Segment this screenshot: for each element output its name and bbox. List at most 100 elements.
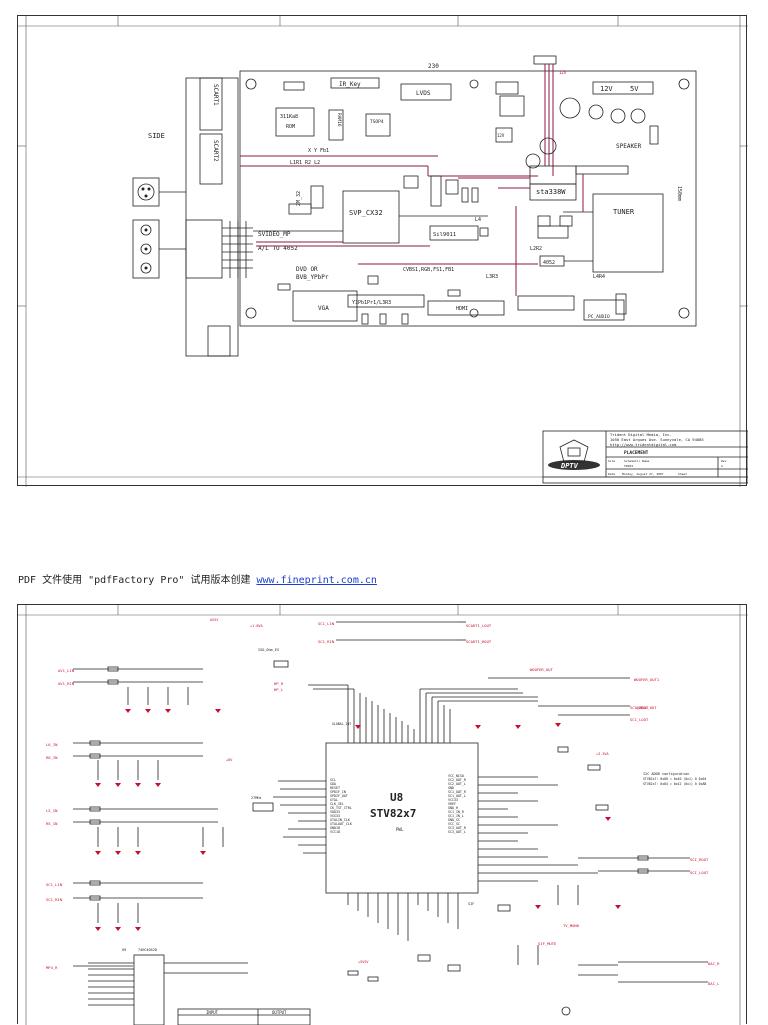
svg-text:4052: 4052 [543,260,555,266]
svg-text:VDD33: VDD33 [330,810,340,814]
svg-text:TSOP4: TSOP4 [370,119,384,125]
svg-text:X Y Fb1: X Y Fb1 [308,148,329,154]
svg-text:Sil9011: Sil9011 [433,232,456,238]
svg-text:Rev: Rev [721,459,727,463]
svg-text:SC3_OUT_R: SC3_OUT_R [448,826,466,830]
svg-text:sta338W: sta338W [536,188,566,196]
svg-text:Y1Pb1Pr1/L3R3: Y1Pb1Pr1/L3R3 [352,300,391,306]
crystal-27mhz [252,802,274,812]
svg-text:XTALOUT_CLK: XTALOUT_CLK [330,822,352,826]
dptv-logo: DPTV [548,439,600,470]
svg-text:Size: Size [608,459,615,463]
svg-text:PC_AUDIO: PC_AUDIO [588,314,610,320]
svg-text:L3R3: L3R3 [486,274,498,280]
svg-text:SIF_MUTE: SIF_MUTE [538,941,557,946]
net-av1-rin: AV1_RIN [58,681,75,686]
svg-text:TR204: TR204 [624,464,633,468]
scart2-label: SCART2 [212,140,219,162]
svg-text:SC2_OUT_R: SC2_OUT_R [448,778,466,782]
svg-text:L1R1 R2 L2: L1R1 R2 L2 [290,160,320,166]
svg-text:SCART1_LOUT: SCART1_LOUT [466,623,492,628]
net-l6-in: L6_IN [46,742,58,747]
svg-text:I2C ADDR configuration: I2C ADDR configuration [643,772,689,776]
svg-text:WOOFER_OUT1: WOOFER_OUT1 [634,677,660,682]
svg-text:SC2_OUT_L: SC2_OUT_L [448,782,466,786]
fineprint-link[interactable]: www.fineprint.com.cn [256,575,377,586]
net-r6-in: R6_IN [46,755,58,760]
svg-text:AUDIO_OUT: AUDIO_OUT [636,705,657,710]
svg-text:GND_H: GND_H [448,806,458,810]
net-sc1-rin: SC1_RIN [46,897,63,902]
audio-amp-chip [529,183,577,201]
svg-text:OUTPUT: OUTPUT [272,1010,287,1015]
svg-text:L4R4: L4R4 [593,274,605,280]
svg-text:VGA: VGA [318,305,329,312]
svg-text:SC1_OUT_L: SC1_OUT_L [448,794,466,798]
svg-text:AVSV: AVSV [210,618,219,622]
scart1-label: SCART1 [212,84,219,106]
svg-text:HP_R: HP_R [274,681,284,686]
svg-text:SC1_ROUT: SC1_ROUT [630,705,649,710]
svg-text:12V: 12V [559,70,567,75]
audio-schematic-sheet: U8 STV82x7 PWL SCL SDA RESET SPDIF_IN SP… [17,604,748,1025]
svg-text:INPUT: INPUT [206,1010,219,1015]
ram-block [328,109,344,141]
svg-text:+8V: +8V [226,758,233,762]
svg-text:SC1_IN_R: SC1_IN_R [448,810,464,814]
svg-text:PWL: PWL [396,827,404,832]
audio-schematic: U8 STV82x7 PWL SCL SDA RESET SPDIF_IN SP… [18,605,748,1025]
svg-text:U9: U9 [122,948,126,952]
ypbpr-connector [347,294,425,308]
svg-text:Date: Date [608,472,615,476]
svg-text:STV82x7: 0x80 = 0x40 (0x1) 0 0: STV82x7: 0x80 = 0x40 (0x1) 0 0x04 [643,777,706,781]
svg-text:SC1_LIN: SC1_LIN [318,621,335,626]
svg-text:CLK_SEL: CLK_SEL [330,802,344,806]
svg-text:2M_32: 2M_32 [296,191,302,206]
svg-text:DAC_L: DAC_L [708,981,720,986]
mux-74hc4052 [133,954,165,1025]
svg-text:WOOFER_OUT: WOOFER_OUT [530,667,554,672]
svg-text:12V: 12V [600,85,613,93]
svg-text:SVP_CX32: SVP_CX32 [349,209,383,217]
svg-text:XTALIN_CLK: XTALIN_CLK [330,818,350,822]
svg-text:GLOBAL_INT: GLOBAL_INT [332,722,351,726]
svg-text:LVDS: LVDS [416,90,431,97]
title-block: Trident Digital Media, Inc. 1050 East Ar… [542,430,748,484]
net-av1-lin: AV1_LIN [58,668,75,673]
svg-text:VCC18: VCC18 [330,830,340,834]
truth-table [177,1008,311,1025]
svg-text:1050 East Arques Ave. Sunnyva: 1050 East Arques Ave. Sunnyvale, CA 9408… [610,437,704,442]
svg-text:74HC4052D: 74HC4052D [138,948,157,952]
svg-text:SPDIF_IN: SPDIF_IN [330,790,346,794]
svg-text:VSS33: VSS33 [330,814,340,818]
svg-text:SDA: SDA [330,782,336,786]
power-connector [592,81,654,95]
speaker-label: SPEAKER [616,143,642,150]
net-l5-in: L5_IN [46,808,58,813]
net-r5-in: R5_IN [46,821,58,826]
svg-text:27MHz: 27MHz [251,796,262,800]
svg-text:L2R2: L2R2 [530,246,542,252]
svg-text:DVD OR: DVD OR [296,266,318,273]
svg-text:GND_SC: GND_SC [448,818,460,822]
tuner-module [592,193,664,273]
svg-text:SC1_IN_L: SC1_IN_L [448,814,464,818]
svg-text:ROM: ROM [286,124,295,130]
svg-text:DAC_R: DAC_R [708,961,720,966]
side-label: SIDE [148,132,165,140]
svg-text:A: A [721,464,723,468]
svg-text:SCL: SCL [330,778,336,782]
sheet-title: PLACEMENT [624,450,649,456]
chip-ref: U8 [390,791,403,804]
hdmi-receiver-chip [429,225,479,241]
i2c-config-note: I2C ADDR configuration STV82x7: 0x80 = 0… [643,772,706,786]
svg-text:SCI_LOUT: SCI_LOUT [690,870,709,875]
svg-text:Trident Digital Media, Inc.: Trident Digital Media, Inc. [610,432,672,437]
svg-text:BVB_YPbPr: BVB_YPbPr [296,274,329,281]
svg-text:+5VSV: +5VSV [358,960,369,964]
pc-audio-connector [583,299,625,321]
svg-text:IR_Key: IR_Key [339,81,361,88]
vga-connector [292,290,358,322]
cvbs-label: CVBS1,RGB,FS1,FB1 [403,267,454,273]
lvds-connector [400,83,452,101]
